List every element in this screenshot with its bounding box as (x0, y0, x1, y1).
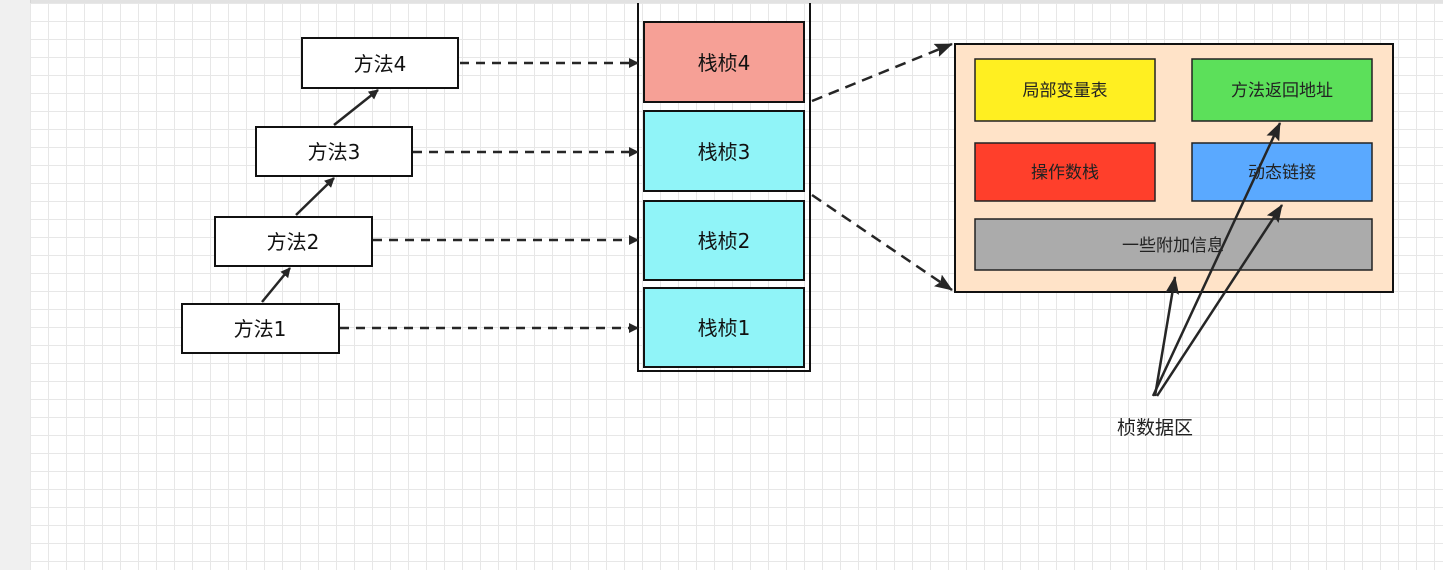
return-address-box[interactable] (1191, 58, 1373, 122)
return-address[interactable]: 方法返回地址 (1191, 58, 1373, 122)
local-variable-table-box[interactable] (974, 58, 1156, 122)
additional-info[interactable]: 一些附加信息 (974, 218, 1373, 271)
stack-frame-1[interactable]: 栈桢1 (643, 287, 805, 368)
frame-detail-panel: 局部变量表 方法返回地址 操作数栈 动态链接 一些附加信息 (954, 43, 1394, 293)
method-1[interactable]: 方法1 (181, 303, 340, 354)
operand-stack[interactable]: 操作数栈 (974, 142, 1156, 202)
stack-frame-3-label: 栈桢3 (698, 140, 751, 164)
operand-stack-box[interactable] (974, 142, 1156, 202)
stack-frame-1-label: 栈桢1 (698, 316, 751, 340)
frame-data-arrow-return-address (1151, 122, 1282, 397)
return-address-label: 方法返回地址 (1231, 81, 1333, 101)
left-ruler (0, 0, 31, 570)
dynamic-linking-box[interactable] (1191, 142, 1373, 202)
dynamic-linking[interactable]: 动态链接 (1191, 142, 1373, 202)
call-arrow-1-to-2 (261, 267, 291, 303)
method-2-box[interactable] (214, 216, 373, 267)
method-4-label: 方法4 (354, 52, 407, 76)
expand-arrow-bottom (811, 193, 953, 292)
stack-frame-1-box[interactable] (643, 287, 805, 368)
call-arrow-3-to-4 (333, 89, 379, 126)
method-4[interactable]: 方法4 (301, 37, 459, 89)
local-variable-table[interactable]: 局部变量表 (974, 58, 1156, 122)
method-2[interactable]: 方法2 (214, 216, 373, 267)
method-4-box[interactable] (301, 37, 459, 89)
stack-frame-3-box[interactable] (643, 110, 805, 192)
method-3-label: 方法3 (308, 140, 361, 164)
frame-data-arrow-dynamic-link (1155, 204, 1284, 397)
top-border (0, 0, 1443, 3)
method-3-box[interactable] (255, 126, 413, 177)
stack-frame-2-box[interactable] (643, 200, 805, 281)
expand-arrow-top (811, 42, 953, 103)
additional-info-label: 一些附加信息 (1122, 236, 1224, 256)
frame-data-area-label: 桢数据区 (1117, 417, 1193, 439)
stack-frame-4-box[interactable] (643, 21, 805, 103)
dynamic-linking-label: 动态链接 (1248, 163, 1316, 183)
stack-frame-4-label: 栈桢4 (698, 51, 751, 75)
method-3[interactable]: 方法3 (255, 126, 413, 177)
operand-stack-label: 操作数栈 (1031, 163, 1099, 183)
frame-data-arrow-additional-info (1153, 276, 1180, 397)
method-1-box[interactable] (181, 303, 340, 354)
method-1-label: 方法1 (234, 317, 287, 341)
call-arrow-2-to-3 (295, 177, 335, 216)
stack-frame-3[interactable]: 栈桢3 (643, 110, 805, 192)
additional-info-box[interactable] (974, 218, 1373, 271)
stack-frame-2-label: 栈桢2 (698, 229, 751, 253)
stack-frame-4[interactable]: 栈桢4 (643, 21, 805, 103)
stack-frame-2[interactable]: 栈桢2 (643, 200, 805, 281)
method-2-label: 方法2 (267, 230, 320, 254)
local-variable-table-label: 局部变量表 (1023, 81, 1108, 101)
